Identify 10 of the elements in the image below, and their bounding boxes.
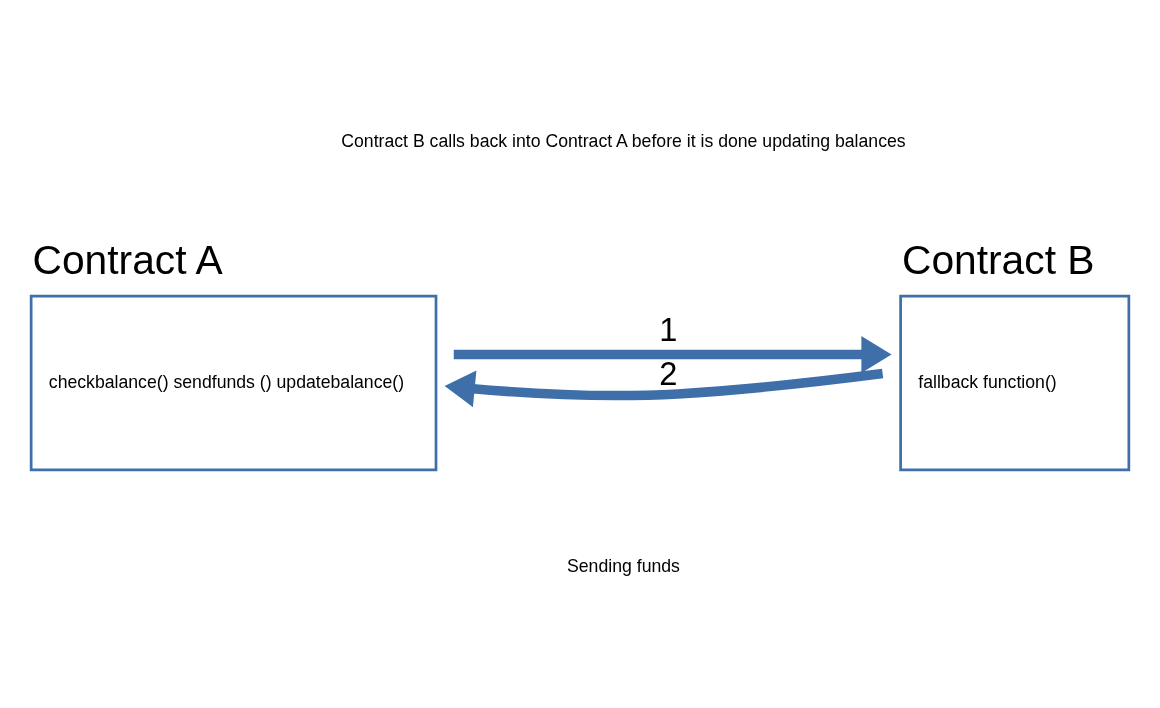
edge-label: 1 bbox=[659, 310, 678, 348]
arrow bbox=[453, 335, 892, 373]
arrow bbox=[444, 368, 884, 407]
label: Contract B calls back into Contract A before it is done updating balances bbox=[341, 130, 906, 151]
edge-label: 2 bbox=[659, 354, 678, 392]
node-label: Contract A bbox=[32, 236, 223, 283]
label: Sending funds bbox=[567, 555, 680, 576]
node-box: checkbalance() sendfunds () updatebalance() bbox=[29, 294, 438, 471]
node-label: Contract B bbox=[901, 236, 1095, 283]
node-box: fallback function() bbox=[899, 294, 1131, 471]
